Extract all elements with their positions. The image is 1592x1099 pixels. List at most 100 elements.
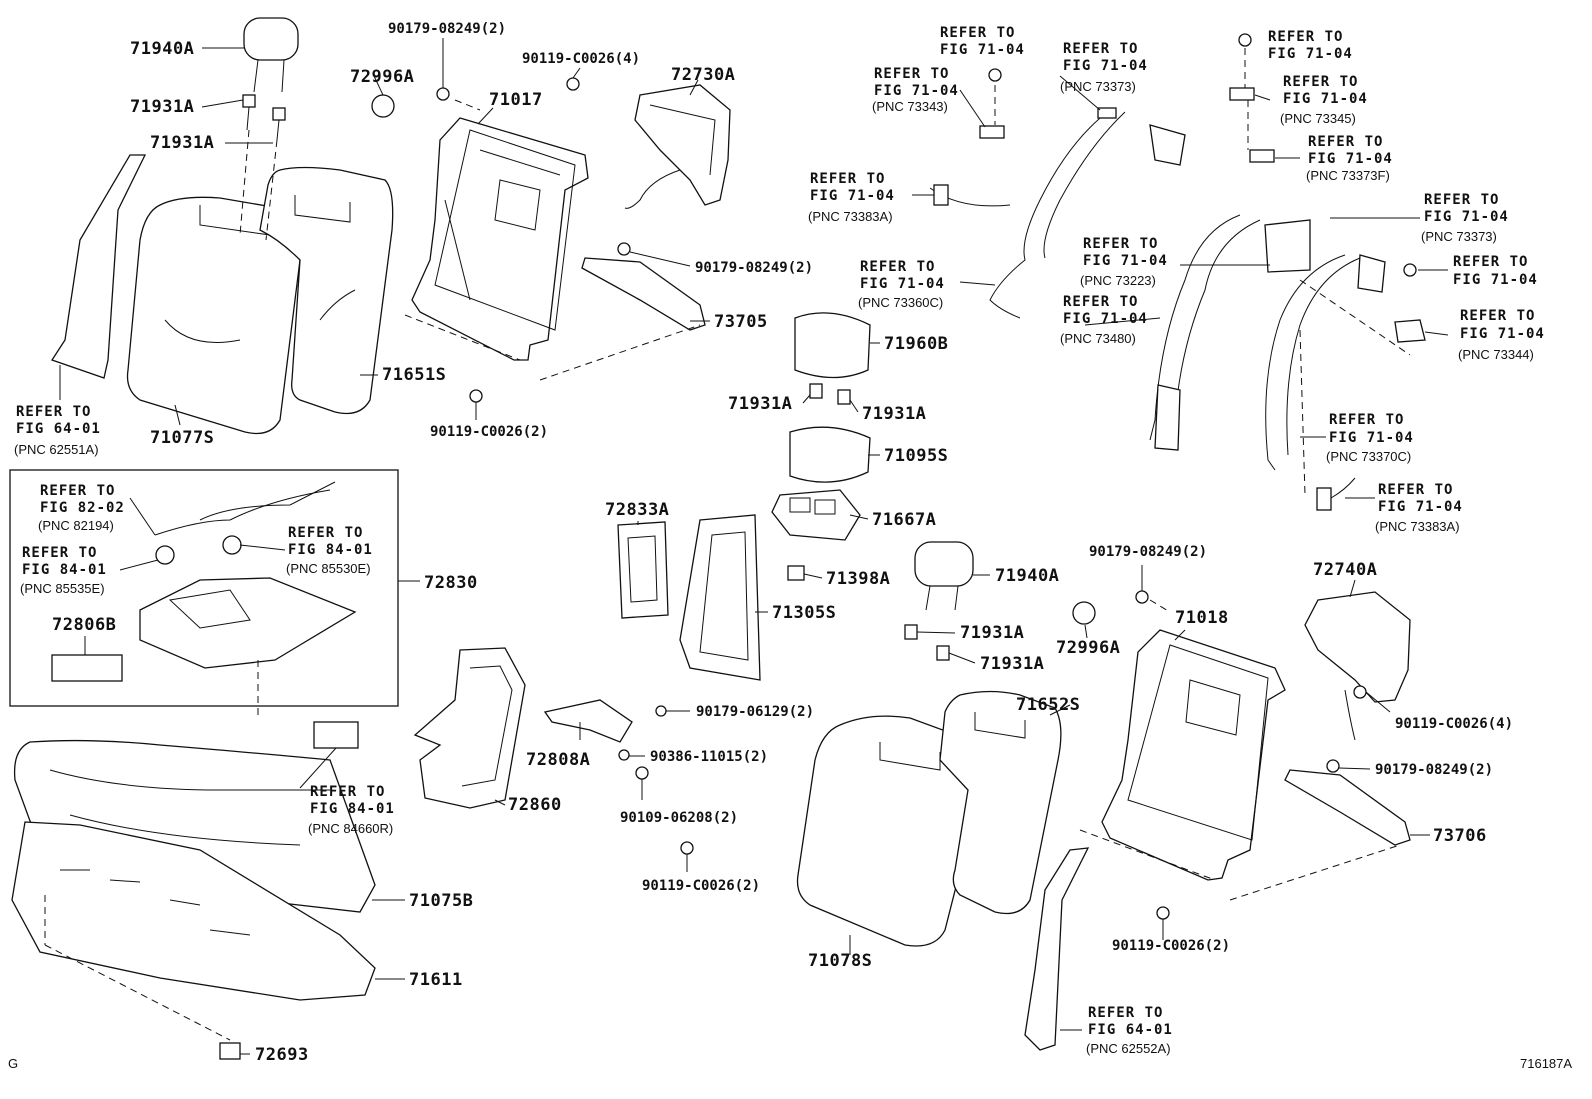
svg-text:REFER TO: REFER TO xyxy=(1088,1005,1163,1021)
refer-callout: REFER TO FIG 71-04 (PNC 73480) xyxy=(1060,294,1147,346)
refer-callout: REFER TO FIG 64-01 (PNC 62551A) xyxy=(14,404,100,457)
label-73706: 73706 xyxy=(1433,826,1487,846)
label-71931A-c: 71931A xyxy=(728,394,792,414)
label-71667A: 71667A xyxy=(872,510,936,530)
seat-back-frame-71017 xyxy=(411,117,589,361)
pocket-72833A xyxy=(617,521,669,619)
label-71398A: 71398A xyxy=(826,569,890,589)
svg-text:REFER TO: REFER TO xyxy=(1329,412,1404,428)
svg-text:REFER TO: REFER TO xyxy=(1268,29,1343,45)
svg-text:FIG 71-04: FIG 71-04 xyxy=(860,276,945,292)
refer-callout: REFER TO FIG 71-04 (PNC 73373) xyxy=(1060,41,1148,94)
refer-callout: REFER TO FIG 64-01 (PNC 62552A) xyxy=(1086,1005,1173,1056)
seat-back-cover-71077S xyxy=(126,196,302,435)
label-71077S: 71077S xyxy=(150,428,214,448)
svg-text:FIG 71-04: FIG 71-04 xyxy=(1283,91,1368,107)
svg-text:FIG 84-01: FIG 84-01 xyxy=(310,801,395,817)
svg-text:FIG 71-04: FIG 71-04 xyxy=(1460,326,1545,342)
bolt-90119-left xyxy=(469,389,483,403)
bolt-90119-right-4 xyxy=(1353,685,1367,699)
label-72806B: 72806B xyxy=(52,615,116,635)
seat-heater-wiring xyxy=(154,481,336,565)
recliner-72740A xyxy=(1304,591,1411,741)
recliner-72730A xyxy=(624,84,731,209)
svg-text:(PNC 73370C): (PNC 73370C) xyxy=(1326,449,1411,464)
refer-callout: REFER TO FIG 71-04 xyxy=(1453,254,1537,288)
refer-callout: REFER TO FIG 71-04 (PNC 73360C) xyxy=(858,259,945,310)
refer-callout: REFER TO FIG 71-04 (PNC 73223) xyxy=(1080,236,1167,288)
headrest-guide-left xyxy=(242,94,286,141)
label-71931A-f: 71931A xyxy=(980,654,1044,674)
side-trim-right xyxy=(1024,847,1090,1051)
svg-text:FIG 71-04: FIG 71-04 xyxy=(940,42,1025,58)
hinge-bracket-73705 xyxy=(581,257,706,331)
refer-callout: REFER TO FIG 71-04 (PNC 73345) xyxy=(1280,74,1368,126)
refer-callout: REFER TO FIG 84-01 (PNC 84660R) xyxy=(308,784,395,836)
svg-text:REFER TO: REFER TO xyxy=(16,404,91,420)
seat-back-pad-71652S xyxy=(939,690,1062,915)
svg-text:REFER TO: REFER TO xyxy=(1308,134,1383,150)
clip-72693 xyxy=(219,1042,241,1060)
refer-callout: REFER TO FIG 71-04 (PNC 73383A) xyxy=(1375,482,1462,534)
hinge-bracket-73706 xyxy=(1284,769,1411,846)
seat-back-frame-71018 xyxy=(1101,629,1286,881)
svg-text:(PNC 73344): (PNC 73344) xyxy=(1458,347,1534,362)
connector-84660R xyxy=(313,721,359,749)
svg-text:FIG 71-04: FIG 71-04 xyxy=(874,83,959,99)
svg-text:FIG 71-04: FIG 71-04 xyxy=(1063,58,1148,74)
bolt-refer-rt2 xyxy=(1403,263,1417,277)
svg-text:REFER TO: REFER TO xyxy=(1424,192,1499,208)
svg-text:(PNC 73373): (PNC 73373) xyxy=(1421,229,1497,244)
armrest-cover-71095S xyxy=(789,426,871,483)
svg-text:REFER TO: REFER TO xyxy=(1378,482,1453,498)
svg-text:REFER TO: REFER TO xyxy=(940,25,1015,41)
anchor-73345 xyxy=(1229,87,1255,101)
svg-text:(PNC 84660R): (PNC 84660R) xyxy=(308,821,393,836)
svg-text:FIG 84-01: FIG 84-01 xyxy=(288,542,373,558)
armrest-box-72860 xyxy=(413,647,526,809)
bolt-90119-right-2 xyxy=(1156,906,1170,920)
seat-back-pad-71651S xyxy=(259,166,394,415)
corner-code-left: G xyxy=(8,1056,18,1071)
leader-lines xyxy=(59,38,1449,1055)
label-72830: 72830 xyxy=(424,573,478,593)
bolt-90109 xyxy=(635,766,649,780)
refer-callout: REFER TO FIG 71-04 (PNC 73370C) xyxy=(1326,412,1413,464)
label-71651S: 71651S xyxy=(382,365,446,385)
figure-id: 716187A xyxy=(1520,1056,1572,1071)
svg-text:(PNC 73480): (PNC 73480) xyxy=(1060,331,1136,346)
plate-73343 xyxy=(979,125,1005,139)
part-labels: 71940A 71931A 71931A 72996A 90179-08249(… xyxy=(52,21,1513,1065)
label-71078S: 71078S xyxy=(808,951,872,971)
bolt-refer-rt xyxy=(1238,33,1252,47)
svg-text:(PNC 73373F): (PNC 73373F) xyxy=(1306,168,1390,183)
label-71960B: 71960B xyxy=(884,334,948,354)
label-71931A-b: 71931A xyxy=(150,133,214,153)
screw-90386 xyxy=(618,749,630,761)
label-71931A-e: 71931A xyxy=(960,623,1024,643)
label-72730A: 72730A xyxy=(671,65,735,85)
cap-72996A-right xyxy=(1072,601,1096,625)
svg-text:REFER TO: REFER TO xyxy=(1460,308,1535,324)
svg-text:(PNC 73223): (PNC 73223) xyxy=(1080,273,1156,288)
svg-text:REFER TO: REFER TO xyxy=(1283,74,1358,90)
label-90179-08249-right: 90179-08249(2) xyxy=(1089,544,1207,560)
svg-text:(PNC 73373): (PNC 73373) xyxy=(1060,79,1136,94)
label-90386-11015: 90386-11015(2) xyxy=(650,749,768,765)
svg-text:REFER TO: REFER TO xyxy=(22,545,97,561)
svg-text:REFER TO: REFER TO xyxy=(874,66,949,82)
svg-text:(PNC 73383A): (PNC 73383A) xyxy=(1375,519,1460,534)
label-71095S: 71095S xyxy=(884,446,948,466)
svg-text:(PNC 73360C): (PNC 73360C) xyxy=(858,295,943,310)
headrest-71940A-right xyxy=(914,541,974,611)
svg-text:REFER TO: REFER TO xyxy=(810,171,885,187)
svg-text:(PNC 82194): (PNC 82194) xyxy=(38,518,114,533)
label-71931A-a: 71931A xyxy=(130,97,194,117)
nut-90179-06129 xyxy=(655,705,667,717)
svg-text:FIG 64-01: FIG 64-01 xyxy=(1088,1022,1173,1038)
refer-callout: REFER TO FIG 71-04 (PNC 73373) xyxy=(1421,192,1508,244)
label-90179-08249-mid: 90179-08249(2) xyxy=(695,260,813,276)
label-71652S: 71652S xyxy=(1016,695,1080,715)
refer-callouts: REFER TO FIG 71-04 REFER TO FIG 71-04 (P… xyxy=(14,25,1545,1056)
refer-callout: REFER TO FIG 71-04 (PNC 73344) xyxy=(1458,308,1545,362)
